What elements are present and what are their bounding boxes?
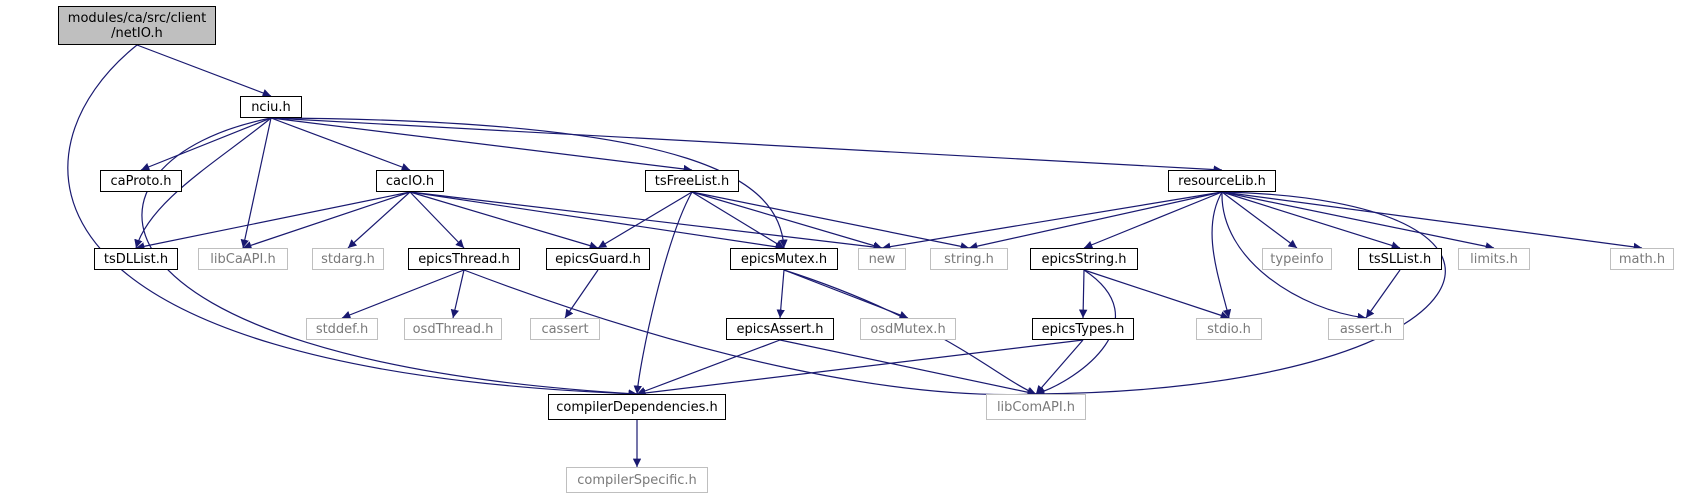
edge-resourceLib-to-limits <box>1221 191 1495 251</box>
node-cassert[interactable]: cassert <box>530 318 600 340</box>
node-netio-h[interactable]: modules/ca/src/client /netIO.h <box>58 6 216 45</box>
edge-epicsString-to-epicsTypes <box>1078 269 1088 319</box>
node-assert-h[interactable]: assert.h <box>1328 318 1404 340</box>
edge-resourceLib-to-math <box>1221 191 1643 252</box>
node-stddef-h[interactable]: stddef.h <box>306 318 378 340</box>
node-epicsassert-h[interactable]: epicsAssert.h <box>726 318 834 340</box>
edge-epicsTypes-to-compilerDependencies <box>636 339 1084 398</box>
edge-nciu-to-caProto <box>140 117 272 171</box>
node-osdthread-h[interactable]: osdThread.h <box>404 318 502 340</box>
edge-cacIO-to-tsDLList <box>135 191 411 251</box>
edge-epicsAssert-to-compilerDependencies <box>636 339 781 395</box>
node-cacio-h[interactable]: cacIO.h <box>376 170 444 192</box>
node-libcaapi-h[interactable]: libCaAPI.h <box>198 248 288 270</box>
node-stdarg-h[interactable]: stdarg.h <box>312 248 384 270</box>
edge-resourceLib-to-stdio <box>1211 191 1232 319</box>
edge-cacIO-to-stdarg <box>347 191 411 249</box>
node-libcomapi-h[interactable]: libComAPI.h <box>986 394 1086 420</box>
edge-resourceLib-to-tsSLList <box>1221 191 1401 250</box>
edge-tsFreeList-to-compilerDependencies <box>633 191 693 395</box>
edge-epicsThread-to-libComAPI <box>463 269 1037 399</box>
edge-epicsThread-to-stddef <box>341 269 465 319</box>
node-resourcelib-h[interactable]: resourceLib.h <box>1168 170 1276 192</box>
node-netio-h-line1: modules/ca/src/client <box>67 10 207 26</box>
edge-tsFreeList-to-epicsGuard <box>597 191 693 249</box>
edge-nciu-to-libCaAPI <box>240 117 272 249</box>
edge-resourceLib-to-libComAPI <box>1035 191 1446 399</box>
node-epicsguard-h[interactable]: epicsGuard.h <box>546 248 650 270</box>
edge-epicsAssert-to-libComAPI <box>779 339 1037 397</box>
node-tsdllist-h[interactable]: tsDLList.h <box>94 248 178 270</box>
edge-tsSLList-to-assert <box>1365 269 1401 319</box>
edge-cacIO-to-libCaAPI <box>242 191 411 250</box>
edge-tsFreeList-to-string <box>691 191 970 251</box>
node-compilerspecific-h[interactable]: compilerSpecific.h <box>566 467 708 493</box>
edge-epicsString-to-stdio <box>1083 269 1230 320</box>
node-math-h[interactable]: math.h <box>1610 248 1674 270</box>
edge-epicsMutex-to-libComAPI <box>783 269 1037 395</box>
edge-nciu-to-epicsMutex <box>270 117 788 249</box>
edge-epicsGuard-to-cassert <box>564 269 599 319</box>
edge-resourceLib-to-string <box>968 191 1223 251</box>
edge-resourceLib-to-new <box>881 191 1223 251</box>
node-osdmutex-h[interactable]: osdMutex.h <box>860 318 956 340</box>
node-typeinfo[interactable]: typeinfo <box>1262 248 1332 270</box>
edge-nciu-to-resourceLib <box>270 117 1223 174</box>
edge-epicsThread-to-osdThread <box>450 269 465 319</box>
node-tsfreelist-h[interactable]: tsFreeList.h <box>645 170 739 192</box>
node-epicsthread-h[interactable]: epicsThread.h <box>408 248 520 270</box>
edge-tsFreeList-to-new <box>691 191 883 250</box>
edge-epicsMutex-to-epicsAssert <box>776 269 785 319</box>
node-string-h[interactable]: string.h <box>930 248 1008 270</box>
edge-tsFreeList-to-epicsMutex <box>691 191 785 249</box>
edge-nciu-to-tsFreeList <box>270 117 693 174</box>
node-epicsstring-h[interactable]: epicsString.h <box>1030 248 1138 270</box>
edge-root-to-nciu <box>136 44 272 97</box>
edge-epicsTypes-to-libComAPI <box>1035 339 1084 395</box>
node-compilerdependencies-h[interactable]: compilerDependencies.h <box>548 394 726 420</box>
node-tssllist-h[interactable]: tsSLList.h <box>1358 248 1442 270</box>
node-limits-h[interactable]: limits.h <box>1458 248 1530 270</box>
edge-epicsString-to-libComAPI <box>1035 269 1117 396</box>
node-caproto-h[interactable]: caProto.h <box>100 170 182 192</box>
edge-resourceLib-to-assert <box>1221 191 1367 322</box>
node-epicstypes-h[interactable]: epicsTypes.h <box>1032 318 1134 340</box>
edge-root-to-compilerDependencies <box>67 44 638 398</box>
edge-cacIO-to-epicsMutex <box>409 191 785 251</box>
node-epicsmutex-h[interactable]: epicsMutex.h <box>730 248 838 270</box>
edge-nciu-to-cacIO <box>270 117 411 171</box>
node-new[interactable]: new <box>858 248 906 270</box>
edge-resourceLib-to-typeinfo <box>1221 191 1298 249</box>
node-stdio-h[interactable]: stdio.h <box>1196 318 1262 340</box>
edge-resourceLib-to-epicsString <box>1083 191 1223 249</box>
node-nciu-h[interactable]: nciu.h <box>240 96 302 118</box>
edge-cacIO-to-epicsGuard <box>409 191 599 250</box>
edge-cacIO-to-epicsThread <box>409 191 465 249</box>
node-netio-h-line2: /netIO.h <box>111 25 163 41</box>
